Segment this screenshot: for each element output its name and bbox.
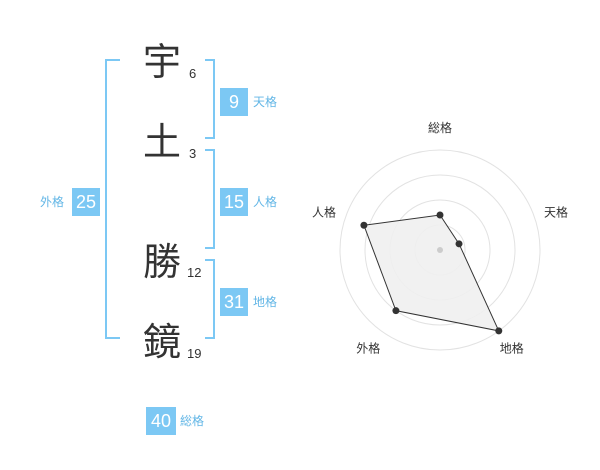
radar-axis-label-5: 人格 — [312, 204, 336, 219]
chikaku-bracket — [205, 259, 215, 339]
radar-axis-label-4: 外格 — [356, 341, 380, 356]
tenkaku-label: 天格 — [253, 95, 278, 109]
radar-axis-label-3: 地格 — [500, 341, 524, 356]
radar-point-2 — [455, 240, 463, 248]
jinkaku-bracket — [205, 149, 215, 249]
soukaku-label: 総格 — [180, 414, 205, 428]
radar-point-4 — [392, 307, 400, 315]
gaikaku-label: 外格 — [40, 195, 65, 209]
radar-point-5 — [360, 221, 368, 229]
radar-grid-ring-3 — [364, 174, 516, 326]
gaikaku-value: 25 — [72, 188, 100, 216]
stroke-count-4: 19 — [187, 346, 202, 361]
tenkaku-bracket — [205, 59, 215, 139]
radar-series-polygon — [363, 214, 500, 332]
stroke-count-3: 12 — [187, 265, 202, 280]
outer-bracket — [105, 59, 120, 339]
stroke-count-2: 3 — [189, 146, 197, 161]
soukaku-value: 40 — [146, 407, 176, 435]
stroke-count-1: 6 — [189, 66, 197, 81]
jinkaku-value: 15 — [220, 188, 248, 216]
radar-point-3 — [495, 327, 503, 335]
name-char-4: 鏡 — [142, 320, 181, 364]
radar-point-1 — [436, 211, 444, 219]
name-char-2: 土 — [142, 120, 181, 164]
radar-center-point — [437, 247, 443, 253]
radar-grid-ring-4 — [339, 149, 541, 351]
name-char-1: 宇 — [142, 40, 181, 84]
jinkaku-label: 人格 — [253, 195, 278, 209]
radar-axis-label-2: 天格 — [544, 204, 568, 219]
name-char-3: 勝 — [142, 240, 181, 284]
chikaku-label: 地格 — [253, 295, 278, 309]
chikaku-value: 31 — [220, 288, 248, 316]
tenkaku-value: 9 — [220, 88, 248, 116]
radar-axis-label-1: 総格 — [428, 120, 452, 135]
